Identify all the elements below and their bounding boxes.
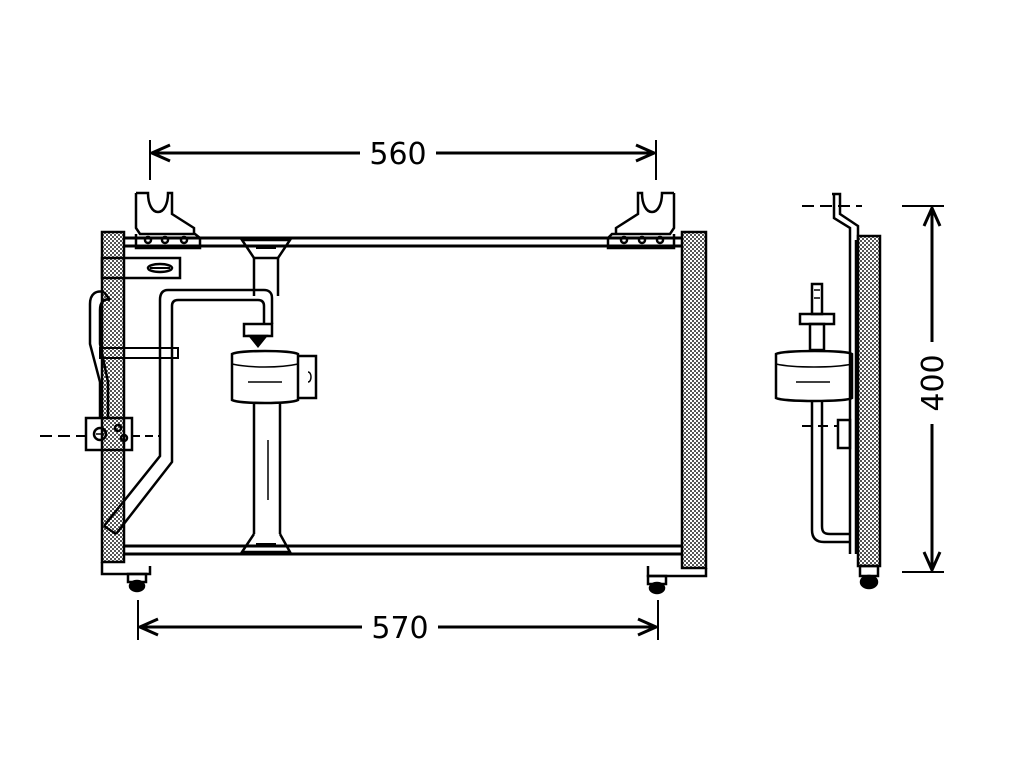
left-side-bracket [100, 256, 182, 280]
side-pipe [810, 400, 850, 544]
dimension-label-bottom: 570 [371, 611, 428, 646]
side-view [774, 192, 944, 590]
side-top-bracket [832, 192, 860, 240]
side-tank [856, 234, 882, 568]
condenser-core [124, 236, 682, 556]
side-bottom-foot [858, 564, 880, 590]
pressure-switch [40, 416, 160, 452]
front-view [40, 140, 708, 640]
right-top-bracket [606, 191, 676, 250]
side-receiver-drier [774, 282, 854, 403]
dimension-bottom-width [137, 600, 659, 640]
mounting-rod [99, 347, 179, 359]
left-side-tank [100, 230, 126, 564]
left-bottom-foot [126, 572, 148, 593]
dimension-top-width [149, 140, 657, 180]
right-side-tank [680, 230, 708, 570]
right-bottom-foot [646, 574, 668, 595]
left-top-bracket [134, 191, 202, 250]
dimension-height [902, 205, 944, 573]
left-hose [88, 290, 111, 418]
dimension-label-height: 400 [916, 354, 951, 411]
dimension-label-top: 560 [369, 137, 426, 172]
receiver-drier [230, 238, 318, 554]
refrigerant-pipe [103, 288, 274, 536]
